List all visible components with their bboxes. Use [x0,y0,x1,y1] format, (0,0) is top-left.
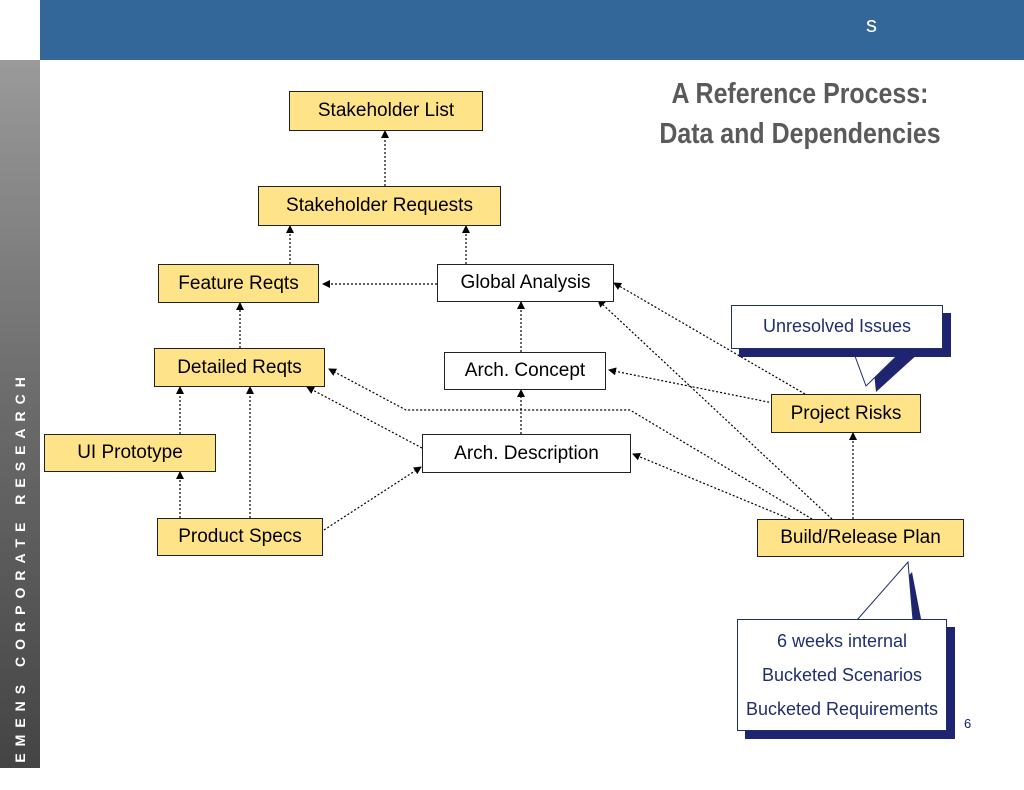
arrow-specs-to-description [323,466,422,531]
slide-title: A Reference Process: Data and Dependenci… [628,74,972,154]
title-line-1: A Reference Process: [671,78,929,110]
plan-callout-pointer [855,560,914,621]
arrow-plan-to-global [597,299,833,520]
page-number: 6 [964,716,972,731]
node-stakeholder-requests: Stakeholder Requests [258,186,501,226]
node-arch-description: Arch. Description [422,434,631,473]
callout-plan-note-2: Bucketed Scenarios [761,665,923,685]
arrow-risks-to-global [613,282,806,395]
node-project-risks: Project Risks [771,394,921,433]
callout-unresolved-issues-text: Unresolved Issues [762,316,912,336]
arrow-plan-to-detailed [328,368,813,520]
title-line-2: Data and Dependencies [659,118,941,150]
callout-plan-note-1: 6 weeks internal [776,631,908,651]
callout-plan-notes: 6 weeks internal Bucketed Scenarios Buck… [737,619,947,731]
arrow-description-to-detailed [306,386,423,449]
node-detailed-reqts: Detailed Reqts [154,348,325,387]
node-ui-prototype: UI Prototype [44,434,216,472]
node-feature-reqts: Feature Reqts [158,264,319,303]
node-arch-concept: Arch. Concept [444,352,606,390]
sidebar-band: SIEMENS CORPORATE RESEARCH [0,60,40,790]
node-global-analysis: Global Analysis [437,264,614,302]
node-stakeholder-list: Stakeholder List [289,91,483,131]
node-build-release-plan: Build/Release Plan [757,519,964,557]
header-corner-letter: s [866,12,877,37]
callout-plan-note-3: Bucketed Requirements [745,699,939,719]
dependency-arrows [176,130,922,624]
node-product-specs: Product Specs [157,518,323,556]
arrow-plan-to-description [632,452,791,520]
header-bar: s [40,0,1024,60]
callout-unresolved-issues: Unresolved Issues [731,305,943,349]
